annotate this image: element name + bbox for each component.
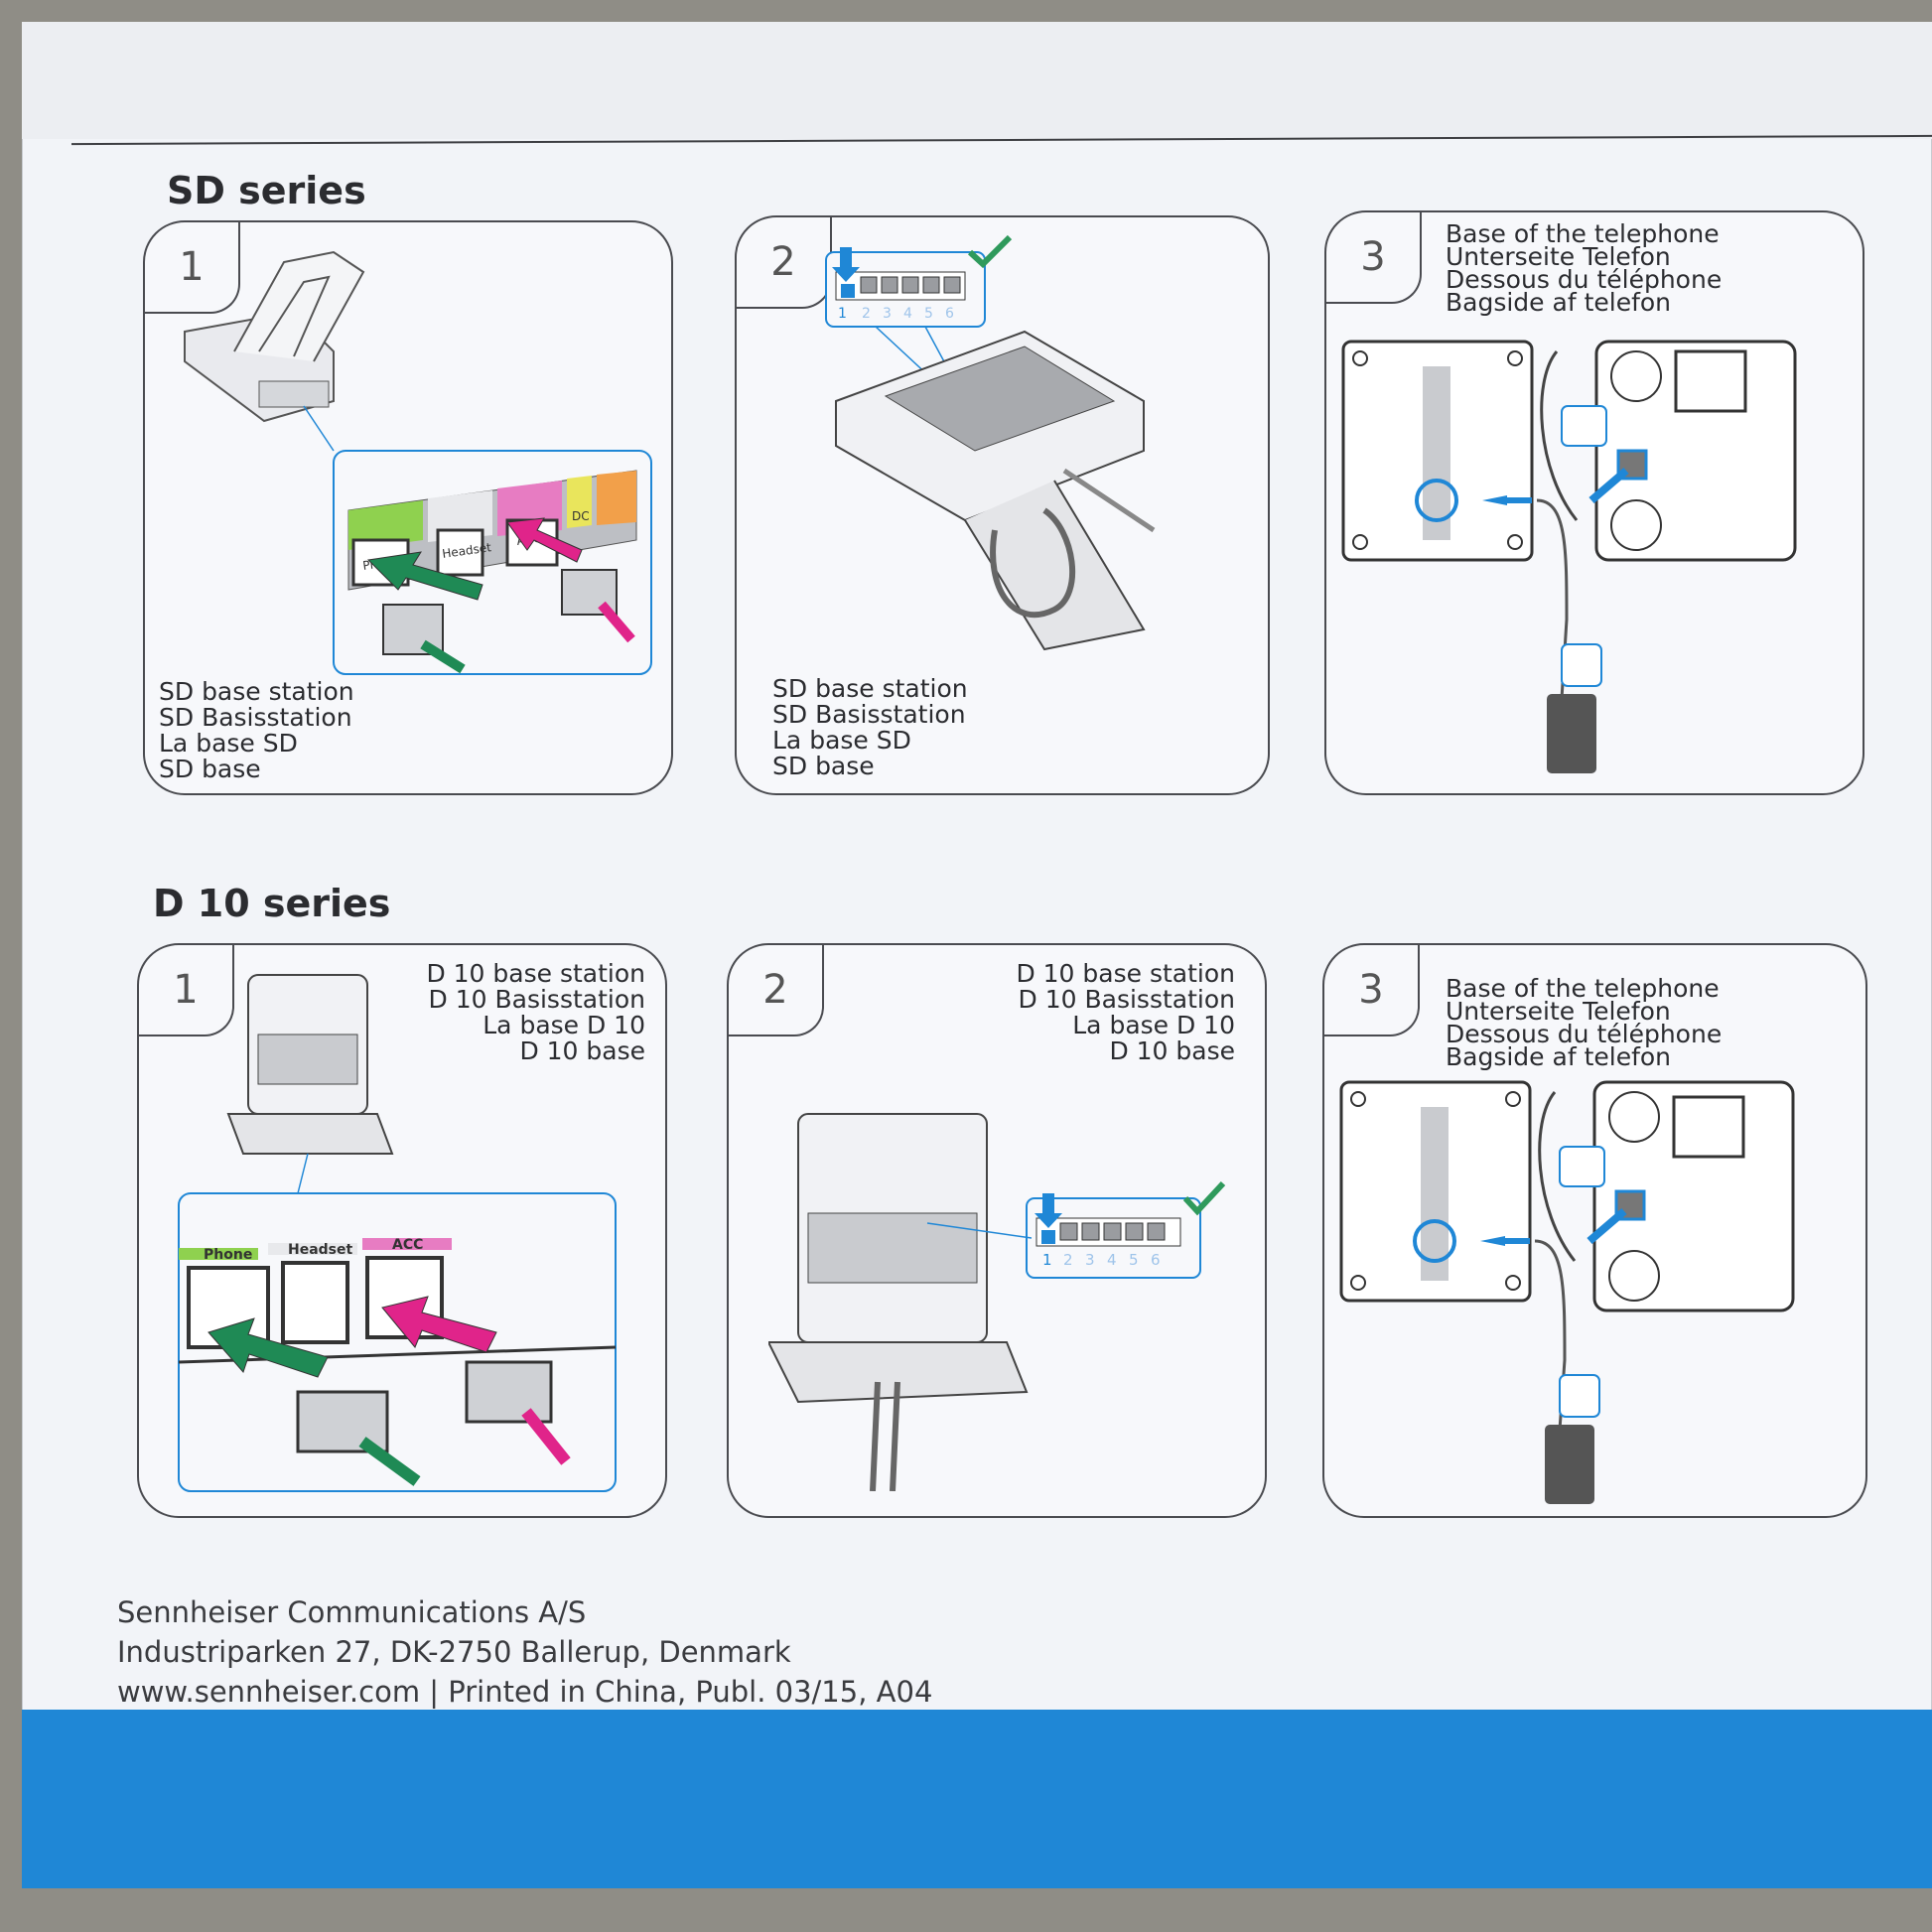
telephone-connection-illustration [1339, 1080, 1795, 1504]
sennheiser-logo-icon [1547, 694, 1596, 773]
caption-list: Base of the telephone Unterseite Telefon… [1446, 219, 1723, 317]
caption-en: SD base station [772, 674, 968, 703]
port-label-headset: Headset [441, 540, 491, 561]
caption-da: D 10 base [519, 1036, 645, 1065]
step-number: 3 [1324, 945, 1420, 1036]
step-number: 1 [145, 222, 240, 314]
step-number: 2 [737, 217, 832, 309]
arrow-green-icon [207, 1317, 329, 1378]
caption-en: SD base station [159, 677, 354, 706]
step-number: 1 [139, 945, 234, 1036]
switch-number: 5 [1129, 1251, 1139, 1269]
footer-address: Industriparken 27, DK-2750 Ballerup, Den… [117, 1635, 791, 1669]
footer: Sennheiser Communications A/S Industripa… [117, 1592, 932, 1712]
caption-da: D 10 base [1109, 1036, 1235, 1065]
caption-list: D 10 base station D 10 Basisstation La b… [1016, 961, 1235, 1064]
plug-icon [465, 1360, 553, 1424]
blue-band [22, 1710, 1932, 1888]
caption-de: D 10 Basisstation [428, 985, 645, 1014]
caption-fr: La base SD [772, 726, 911, 755]
caption-list: D 10 base station D 10 Basisstation La b… [426, 961, 645, 1064]
caption-fr: La base SD [159, 729, 298, 758]
d10-base-ports-illustration: Phone Headset ACC [178, 974, 617, 1492]
port-label-headset: Headset [288, 1242, 353, 1258]
d10-panel-3: 3 Base of the telephone Unterseite Telef… [1322, 943, 1867, 1518]
switch-number: 3 [883, 306, 892, 322]
switch-number: 4 [1107, 1251, 1117, 1269]
checkmark-icon [1182, 1180, 1226, 1216]
microphone-icon [1561, 643, 1602, 687]
caption-fr: Dessous du téléphone [1446, 265, 1723, 294]
switch-number: 4 [903, 306, 912, 322]
step-number: 2 [729, 945, 824, 1036]
switch-number: 2 [1063, 1251, 1073, 1269]
arrow-pink-icon [381, 1296, 497, 1353]
caption-da: Bagside af telefon [1446, 1042, 1672, 1071]
sd-panel-2: 2 1 2 3 4 5 6 SD [735, 215, 1270, 795]
caption-de: Unterseite Telefon [1446, 997, 1671, 1026]
caption-da: SD base [159, 755, 261, 783]
ringer-icon [1561, 405, 1607, 447]
switch-number: 3 [1085, 1251, 1095, 1269]
caption-da: Bagside af telefon [1446, 288, 1672, 317]
telephone-connection-illustration [1341, 340, 1797, 773]
caption-list: Base of the telephone Unterseite Telefon… [1446, 974, 1723, 1071]
caption-en: D 10 base station [1016, 959, 1235, 988]
port-label-acc: ACC [392, 1237, 423, 1253]
ringer-icon [1559, 1146, 1605, 1187]
port-label-phone: Phone [204, 1247, 252, 1263]
d10-panel-2: 2 D 10 base station D 10 Basisstation La… [727, 943, 1267, 1518]
caption-de: D 10 Basisstation [1018, 985, 1235, 1014]
footer-company: Sennheiser Communications A/S [117, 1595, 587, 1629]
sennheiser-logo-icon [1545, 1425, 1594, 1504]
caption-de: SD Basisstation [159, 703, 352, 732]
sd-switch-illustration: 1 2 3 4 5 6 [825, 234, 1156, 651]
handset-icon [1538, 1091, 1577, 1262]
sd-base-station-icon [184, 250, 365, 423]
caption-list: SD base station SD Basisstation La base … [772, 676, 968, 779]
switch-number: 6 [945, 306, 954, 322]
switch-number: 5 [924, 306, 933, 322]
checkmark-icon [967, 234, 1013, 269]
instruction-sheet: SD series 1 Phone Headset [22, 22, 1932, 1888]
d10-base-station-icon [226, 974, 394, 1155]
caption-de: SD Basisstation [772, 700, 966, 729]
step-number: 3 [1326, 212, 1422, 304]
arrow-down-icon [832, 247, 860, 282]
arrow-down-icon [1035, 1193, 1062, 1228]
port-label-dc: DC [572, 509, 590, 523]
caption-da: SD base [772, 752, 875, 780]
caption-fr: La base D 10 [1072, 1011, 1235, 1039]
header-band [22, 22, 1932, 139]
caption-fr: Dessous du téléphone [1446, 1020, 1723, 1048]
footer-web-line: www.sennheiser.com | Printed in China, P… [117, 1675, 933, 1709]
section-title-sd: SD series [167, 169, 366, 212]
switch-number: 1 [838, 306, 847, 322]
sd-panel-3: 3 Base of the telephone Unterseite Telef… [1324, 210, 1864, 795]
arrow-green-icon [366, 551, 483, 601]
caption-en: Base of the telephone [1446, 974, 1720, 1003]
arrow-pink-icon [506, 517, 583, 563]
caption-en: Base of the telephone [1446, 219, 1720, 248]
switch-number: 2 [862, 306, 871, 322]
d10-panel-1: 1 D 10 base station D 10 Basisstation La… [137, 943, 667, 1518]
caption-de: Unterseite Telefon [1446, 242, 1671, 271]
sd-base-ports-illustration: Phone Headset ACC DC [184, 250, 652, 675]
sd-panel-1: 1 Phone Headset ACC DC [143, 220, 673, 795]
caption-list: SD base station SD Basisstation La base … [159, 679, 354, 782]
section-title-d10: D 10 series [153, 882, 391, 925]
microphone-icon [1559, 1374, 1600, 1418]
d10-switch-illustration: 1 2 3 4 5 6 [768, 1113, 1226, 1491]
caption-en: D 10 base station [426, 959, 645, 988]
caption-fr: La base D 10 [483, 1011, 645, 1039]
switch-number: 6 [1151, 1251, 1161, 1269]
switch-number: 1 [1042, 1251, 1052, 1269]
handset-icon [1540, 350, 1579, 521]
